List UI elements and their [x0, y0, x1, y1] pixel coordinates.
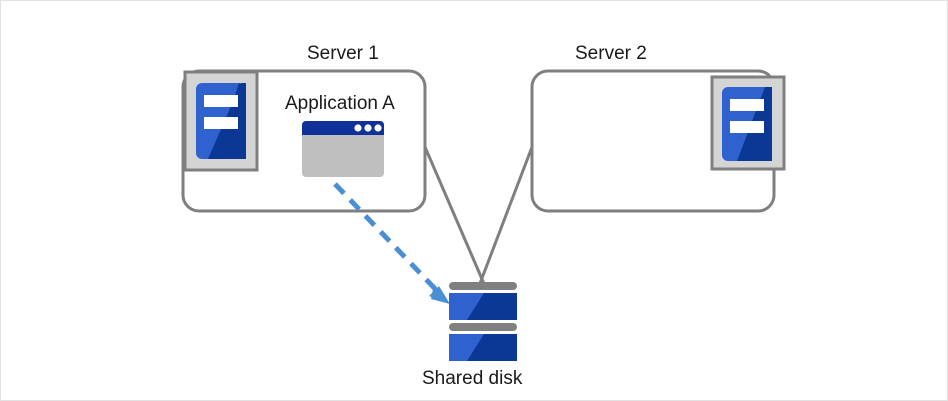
- application-a-label: Application A: [285, 93, 395, 114]
- server-icon: [710, 75, 786, 171]
- server-icon: [183, 70, 259, 172]
- application-window-icon: [302, 121, 384, 177]
- connector-app-to-disk: [333, 182, 450, 304]
- shared-disk-label: Shared disk: [422, 368, 523, 389]
- disk-stack-icon: [449, 282, 517, 361]
- server-2-label: Server 2: [575, 43, 647, 64]
- server-1-label: Server 1: [307, 43, 379, 64]
- connector-server2-to-disk: [477, 146, 534, 287]
- connector-server1-to-disk: [423, 146, 487, 287]
